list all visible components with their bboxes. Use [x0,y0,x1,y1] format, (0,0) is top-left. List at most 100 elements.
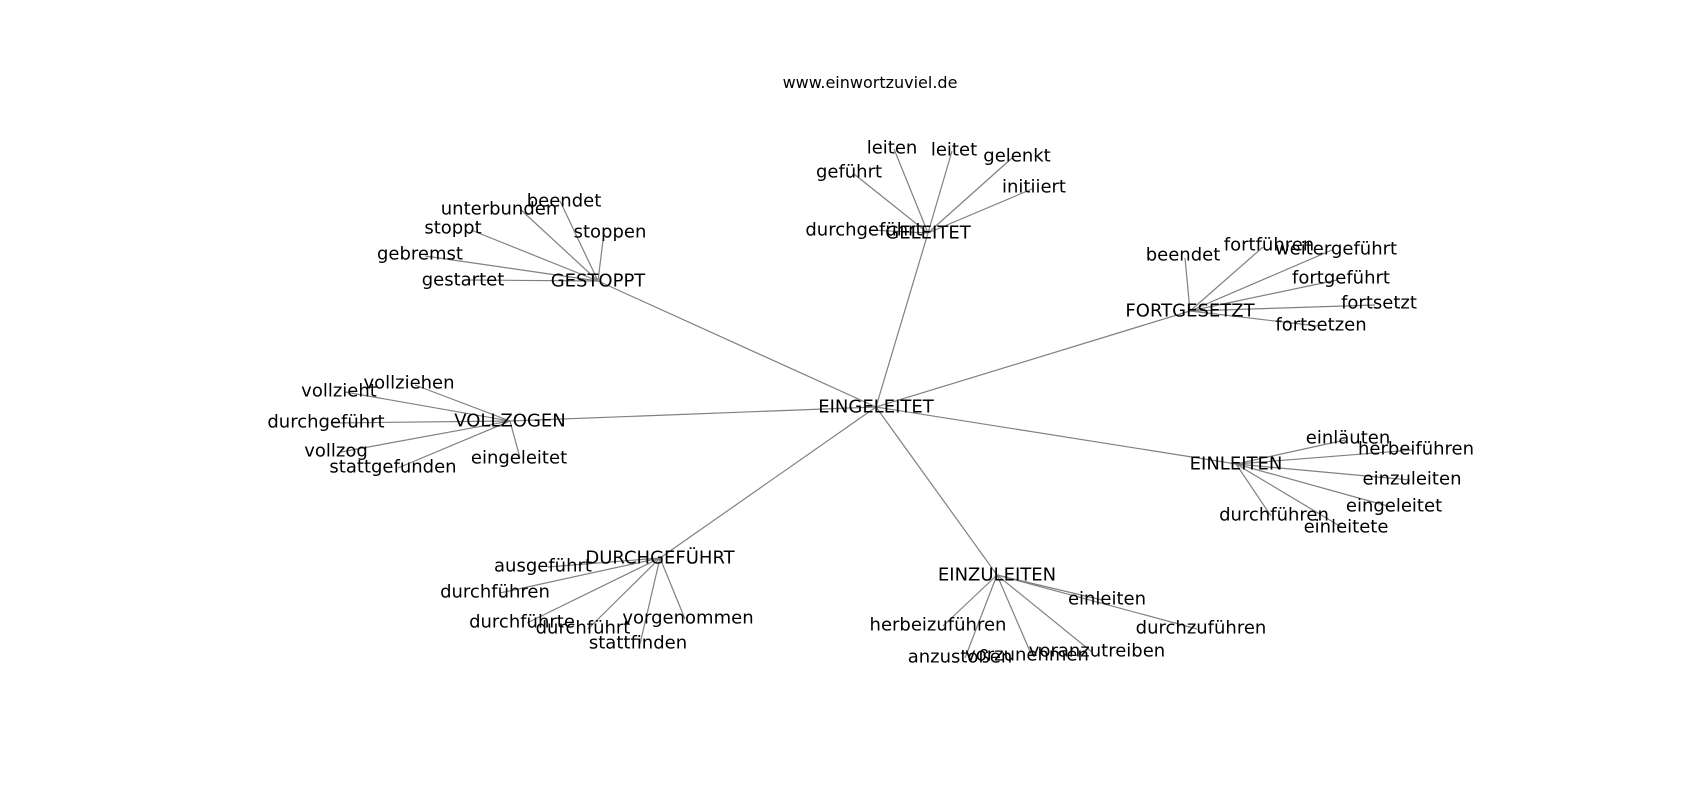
leaf-node-label: geführt [816,162,882,183]
edge-hub-leaf [526,557,661,624]
leaf-node-label: gelenkt [983,146,1050,167]
leaf-node-label: eingeleitet [471,448,567,469]
hub-node-label: EINLEITEN [1190,454,1283,475]
edge-hub-leaf [1235,463,1344,529]
edges [330,148,1414,659]
edge-hub-leaf [330,420,511,424]
leaf-node-label: durchgeführt [805,220,922,241]
leaf-node-label: vollzieht [301,381,377,402]
edge-hub-leaf [927,188,1033,234]
hub-node-label: FORTGESETZT [1125,301,1255,322]
leaf-node-label: vorzunehmen [965,645,1089,666]
edge-hub-leaf [659,557,686,620]
edge-hub-leaf [996,574,1198,630]
edge-hub-leaf [942,574,998,627]
leaf-node-label: initiiert [1002,177,1066,198]
node-labels: EINGELEITETGESTOPPTbeendetunterbundensto… [267,138,1474,668]
edge-hub-leaf [587,557,661,630]
edge-hub-leaf [853,173,929,234]
leaf-node-label: durchführte [469,612,575,633]
site-url: www.einwortzuviel.de [783,73,958,92]
leaf-node-label: beendet [527,191,602,212]
edge-hub-leaf [964,574,998,659]
leaf-node-label: fortsetzen [1275,315,1366,336]
edge-hub-leaf [397,420,511,469]
edge-hub-leaf [344,391,511,422]
edge-root-hub [875,406,1237,465]
edge-hub-leaf [996,574,1093,653]
leaf-node-label: durchführen [1219,505,1329,526]
leaf-node-label: herbeiführen [1358,439,1474,460]
edge-hub-leaf [519,208,599,282]
edge-hub-leaf [414,384,511,422]
edge-hub-leaf [1189,304,1376,312]
edge-hub-leaf [559,200,599,282]
leaf-node-label: anzustoßen [908,647,1013,668]
hub-node-label: GESTOPPT [551,271,647,292]
edge-hub-leaf [893,148,929,234]
edge-hub-leaf [499,557,661,594]
leaf-node-label: stattgefunden [329,457,456,478]
leaf-node-label: durchgeführt [267,412,384,433]
leaf-node-label: stoppt [424,218,481,239]
hub-node-label: EINZULEITEN [938,565,1056,586]
edge-root-hub [597,280,877,408]
leaf-node-label: eingeleitet [1346,496,1442,517]
leaf-node-label: weitergeführt [1275,239,1397,260]
leaf-node-label: unterbunden [441,199,558,220]
edge-hub-leaf [1235,463,1272,517]
edge-hub-leaf [996,574,1033,657]
leaf-node-label: fortgeführt [1292,268,1390,289]
leaf-node-label: gebremst [377,244,463,265]
edge-hub-leaf [467,279,599,282]
leaf-node-label: stattfinden [589,633,687,654]
leaf-node-label: vollziehen [363,373,454,394]
leaf-node-label: leiten [867,138,918,159]
edge-hub-leaf [597,231,605,282]
edge-hub-leaf [927,150,953,234]
leaf-node-label: fortführen [1224,235,1314,256]
leaf-node-label: einläuten [1306,428,1390,449]
hub-node-label: DURCHGEFÜHRT [585,547,735,569]
edge-root-hub [875,310,1191,408]
leaf-node-label: gestartet [422,270,505,291]
edge-root-hub [509,406,877,422]
leaf-node-label: einleitete [1304,517,1389,538]
hub-node-label: GELEITET [885,223,971,244]
edge-root-hub [875,406,998,576]
edge-hub-leaf [424,255,599,282]
hub-node-label: VOLLZOGEN [454,411,566,432]
edge-hub-leaf [1189,249,1333,312]
leaf-node-label: ausgeführt [494,556,592,577]
edge-hub-leaf [927,157,1013,234]
edge-hub-leaf [470,229,599,282]
leaf-node-label: durchführt [536,618,631,639]
edge-root-hub [875,232,929,408]
leaf-node-label: vorgenommen [622,608,753,629]
leaf-node-label: fortsetzt [1341,293,1417,314]
edge-root-hub [659,406,877,559]
edge-hub-leaf [1189,246,1264,312]
edge-hub-leaf [1235,439,1346,465]
leaf-node-label: stoppen [574,222,647,243]
leaf-node-label: voranzutreiben [1029,641,1165,662]
leaf-node-label: einleiten [1068,589,1146,610]
edge-hub-leaf [340,420,511,453]
edge-hub-leaf [1189,279,1338,312]
leaf-node-label: vollzog [304,441,368,462]
leaf-node-label: durchzuführen [1136,618,1267,639]
edge-hub-leaf [509,420,521,459]
edge-hub-leaf [1235,463,1392,508]
leaf-node-label: einzuleiten [1363,469,1462,490]
edge-hub-leaf [1184,257,1191,312]
root-node-label: EINGELEITET [818,397,935,418]
leaf-node-label: durchführen [440,582,550,603]
edge-hub-leaf [1235,463,1411,481]
leaf-node-label: herbeizuführen [870,615,1007,636]
leaf-node-label: beendet [1146,245,1221,266]
edge-hub-leaf [1235,449,1414,465]
edge-hub-leaf [639,557,661,645]
edge-hub-leaf [547,557,661,568]
edge-hub-leaf [1189,310,1318,327]
